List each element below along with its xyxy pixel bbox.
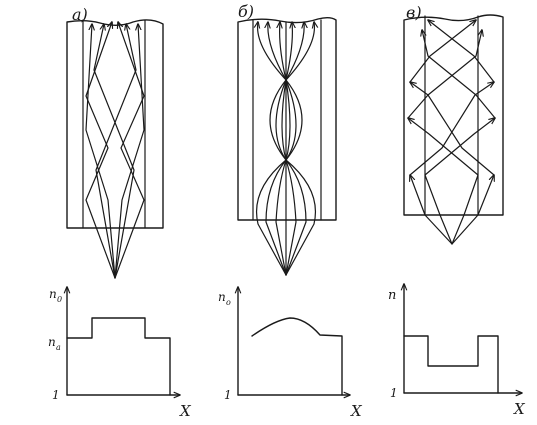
rays-a [85, 22, 145, 279]
x-axis-label-c: X [513, 400, 526, 418]
panel-c: в) n 1 X [388, 3, 526, 418]
rays-c [408, 20, 495, 245]
panel-a-letter: a) [72, 5, 88, 24]
panel-b: б) n o 1 X [218, 2, 363, 420]
index-profile-b: n o 1 X [218, 286, 363, 420]
panel-a: a) n 0 n a 1 X [48, 5, 192, 420]
y-tick-one-c: 1 [390, 386, 398, 400]
y-axis-label-c: n [388, 288, 396, 303]
x-axis-label-a: X [179, 402, 192, 420]
y-tick-one-a: 1 [52, 388, 60, 402]
index-profile-c: n 1 X [388, 283, 526, 418]
rays-b [257, 22, 316, 276]
y-axis-label-a: n [49, 287, 57, 301]
index-profile-a: n 0 n a 1 X [48, 286, 192, 420]
svg-text:0: 0 [57, 295, 62, 304]
svg-text:o: o [226, 298, 231, 307]
fiber-c-outline [403, 14, 504, 216]
y-tick-n-a: n [48, 335, 56, 349]
panel-b-letter: б) [238, 2, 254, 21]
y-tick-one-b: 1 [224, 388, 232, 402]
fiber-b-outline [237, 17, 337, 221]
svg-text:a: a [56, 343, 61, 352]
y-axis-label-b: n [218, 290, 226, 304]
x-axis-label-b: X [350, 402, 363, 420]
